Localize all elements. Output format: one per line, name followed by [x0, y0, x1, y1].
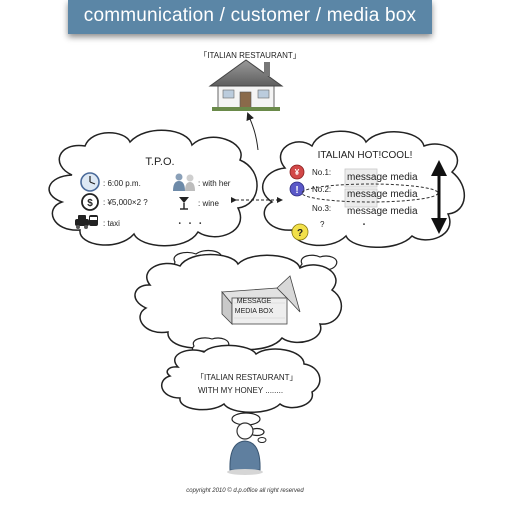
destination-label: 「ITALIAN RESTAURANT」 — [199, 51, 301, 60]
thought-line-1: 「ITALIAN RESTAURANT」 — [196, 373, 298, 382]
tpo-transport: : taxi — [103, 219, 120, 228]
header-banner: communication / customer / media box — [68, 0, 432, 34]
tpo-cloud — [48, 129, 258, 247]
svg-text:!: ! — [295, 185, 298, 196]
ranking-rank-3: No.3: — [312, 204, 331, 213]
thought-line-2: WITH MY HONEY ........ — [198, 386, 283, 395]
alert-icon: ! — [289, 181, 305, 197]
taxi-icon — [75, 215, 98, 229]
dollar-icon: $ — [81, 193, 99, 211]
ranking-rank-2: No.2: — [312, 185, 331, 194]
svg-text:$: $ — [87, 198, 93, 209]
ranking-updown-arrow — [431, 160, 447, 234]
ranking-item-1: message media — [347, 172, 418, 183]
tpo-drink: : wine — [198, 199, 219, 208]
media-thumbnail-icon — [344, 168, 378, 208]
ranking-more: ・ — [360, 220, 368, 229]
restaurant-house-icon — [208, 59, 284, 111]
tpo-title: T.P.O. — [145, 156, 174, 168]
ranking-rank-1: No.1: — [312, 168, 331, 177]
media-box-icon — [221, 275, 301, 325]
media-box-label-2: MEDIA BOX — [235, 308, 274, 315]
ranking-item-3: message media — [347, 206, 418, 217]
person-thought-cloud — [160, 344, 321, 413]
copyright-note: copyright 2010 © d.p.office all right re… — [186, 487, 304, 494]
media-box-label-1: MESSAGE — [237, 298, 272, 305]
yen-icon: ¥ — [289, 164, 305, 180]
header-title: communication / customer / media box — [83, 5, 417, 26]
svg-text:¥: ¥ — [295, 168, 300, 177]
tpo-companion: : with her — [198, 179, 231, 188]
wine-glass-icon — [179, 197, 189, 210]
ranking-item-2: message media — [347, 189, 418, 200]
question-icon: ? — [291, 223, 309, 241]
tpo-budget: : ¥5,000×2 ? — [103, 198, 148, 207]
svg-text:?: ? — [297, 228, 303, 239]
ranking-title: ITALIAN HOT!COOL! — [318, 150, 413, 161]
tpo-time: : 6:00 p.m. — [103, 179, 141, 188]
clock-icon — [80, 172, 100, 192]
ranking-unknown: ? — [320, 220, 325, 229]
arrow-to-restaurant — [246, 112, 259, 151]
person-icon — [227, 422, 263, 475]
tpo-more: ・ ・ ・ — [176, 219, 204, 228]
couple-icon — [173, 173, 195, 191]
